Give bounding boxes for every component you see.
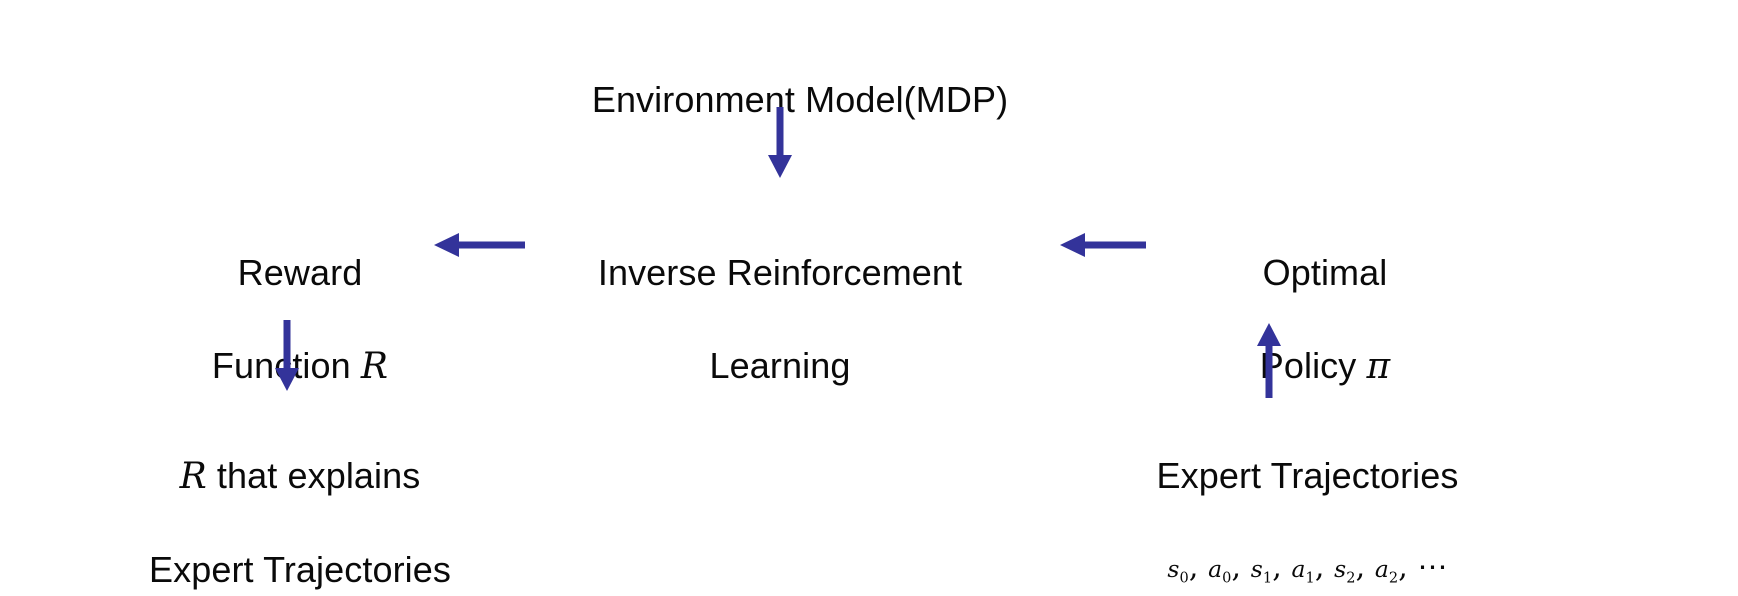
node-irl-line-2: Learning bbox=[709, 345, 851, 387]
trajectory-separator: , bbox=[1355, 550, 1375, 586]
trajectory-separator: , bbox=[1272, 550, 1292, 586]
trajectory-token-subscript: 0 bbox=[1222, 571, 1232, 588]
node-explains-text: that explains bbox=[206, 454, 421, 496]
node-explains-line-1: R that explains bbox=[90, 453, 510, 501]
trajectory-token-subscript: 2 bbox=[1388, 571, 1399, 588]
node-policy-symbol: π bbox=[1366, 346, 1391, 388]
arrow-reward-to-explains bbox=[272, 318, 302, 394]
node-optimal-policy: Optimal Policy π bbox=[1115, 203, 1535, 438]
node-policy-word: Policy bbox=[1259, 345, 1367, 387]
trajectory-token-subscript: 2 bbox=[1346, 571, 1356, 588]
trajectory-token: a1 bbox=[1291, 555, 1315, 588]
trajectory-token-subscript: 1 bbox=[1262, 571, 1273, 588]
node-explains-symbol: R bbox=[179, 455, 207, 497]
trajectory-token: s2 bbox=[1334, 555, 1356, 588]
node-inverse-reinforcement-learning: Inverse Reinforcement Learning bbox=[545, 203, 1015, 437]
node-expert-trajectories-sequence: s0, a0, s1, a1, s2, a2, ⋯ bbox=[1070, 548, 1545, 589]
trajectory-token: s0 bbox=[1167, 555, 1189, 588]
trajectory-separator: , bbox=[1398, 550, 1418, 586]
trajectory-token-subscript: 0 bbox=[1179, 571, 1189, 588]
node-explains-line-2: Expert Trajectories bbox=[148, 549, 451, 591]
arrow-env-to-irl bbox=[765, 105, 795, 181]
trajectory-separator: , bbox=[1314, 550, 1335, 586]
node-reward-function: Reward Function R bbox=[110, 203, 490, 438]
node-policy-line-2: Policy π bbox=[1115, 343, 1535, 391]
node-environment-model-label: Environment Model(MDP) bbox=[591, 78, 1009, 120]
arrow-irl-to-reward bbox=[432, 230, 527, 260]
trajectory-ellipsis: ⋯ bbox=[1417, 550, 1448, 586]
trajectory-separator: , bbox=[1188, 550, 1209, 586]
arrow-policy-to-irl bbox=[1058, 230, 1148, 260]
trajectory-separator: , bbox=[1231, 550, 1251, 586]
trajectory-token: a2 bbox=[1374, 555, 1399, 588]
node-reward-symbol: R bbox=[360, 346, 389, 388]
node-policy-line-1: Optimal bbox=[1262, 251, 1388, 293]
node-expert-trajectories: Expert Trajectories s0, a0, s1, a1, s2, … bbox=[1070, 406, 1545, 596]
trajectory-token: s1 bbox=[1250, 555, 1273, 588]
node-r-explains-trajectories: R that explains Expert Trajectories bbox=[90, 406, 510, 596]
node-environment-model: Environment Model(MDP) bbox=[500, 30, 1100, 170]
arrow-trajectories-to-policy bbox=[1254, 318, 1284, 400]
trajectory-token: a0 bbox=[1208, 555, 1232, 588]
node-irl-line-1: Inverse Reinforcement bbox=[597, 251, 963, 293]
node-expert-trajectories-label: Expert Trajectories bbox=[1156, 454, 1459, 496]
trajectory-token-subscript: 1 bbox=[1305, 571, 1315, 588]
node-reward-line-1: Reward bbox=[237, 251, 363, 293]
